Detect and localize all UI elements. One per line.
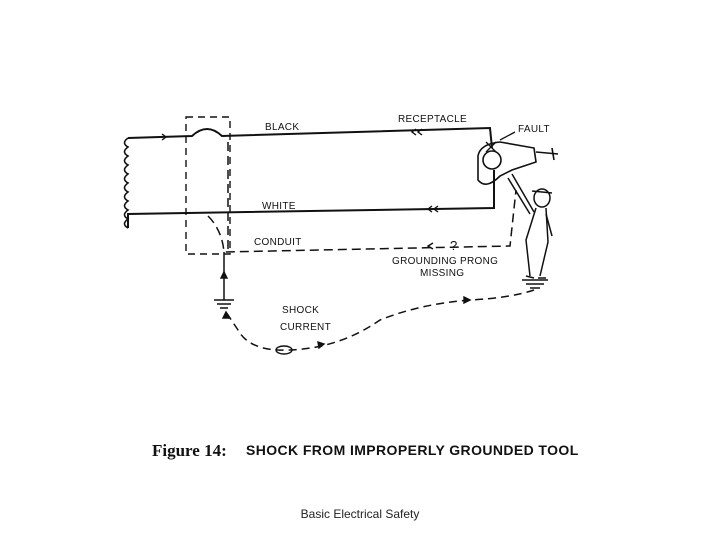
ground-symbol-worker: [522, 279, 548, 289]
ground-symbol-source: [214, 252, 234, 309]
conduit-path: [207, 142, 517, 254]
label-fault: FAULT: [518, 124, 550, 135]
junction-box: [185, 116, 231, 255]
black-wire: [127, 126, 493, 149]
footer-text: Basic Electrical Safety: [300, 507, 420, 521]
conduit-arrow: [426, 242, 434, 250]
shock-current-arrows: [219, 270, 472, 350]
white-wire: [127, 170, 495, 228]
label-grounding-prong: GROUNDING PRONG: [392, 256, 498, 267]
label-question-mark: ?: [450, 238, 458, 253]
label-white: WHITE: [262, 201, 296, 212]
label-conduit: CONDUIT: [254, 237, 302, 248]
shock-current-path: [225, 289, 535, 351]
label-shock: SHOCK: [282, 305, 319, 316]
label-current: CURRENT: [280, 322, 331, 333]
fault-marker: [485, 131, 516, 153]
figure-number: Figure 14:: [152, 441, 227, 460]
shock-current-node: [275, 345, 293, 355]
transformer-coil: [123, 137, 130, 229]
black-wire-arrows: [161, 128, 423, 141]
label-missing: MISSING: [420, 268, 464, 279]
label-black: BLACK: [265, 122, 299, 133]
white-wire-arrows: [426, 205, 439, 213]
drill-tool: [477, 141, 559, 185]
worker-figure: [507, 173, 553, 279]
figure-title: SHOCK FROM IMPROPERLY GROUNDED TOOL: [246, 442, 579, 458]
label-receptacle: RECEPTACLE: [398, 114, 467, 125]
